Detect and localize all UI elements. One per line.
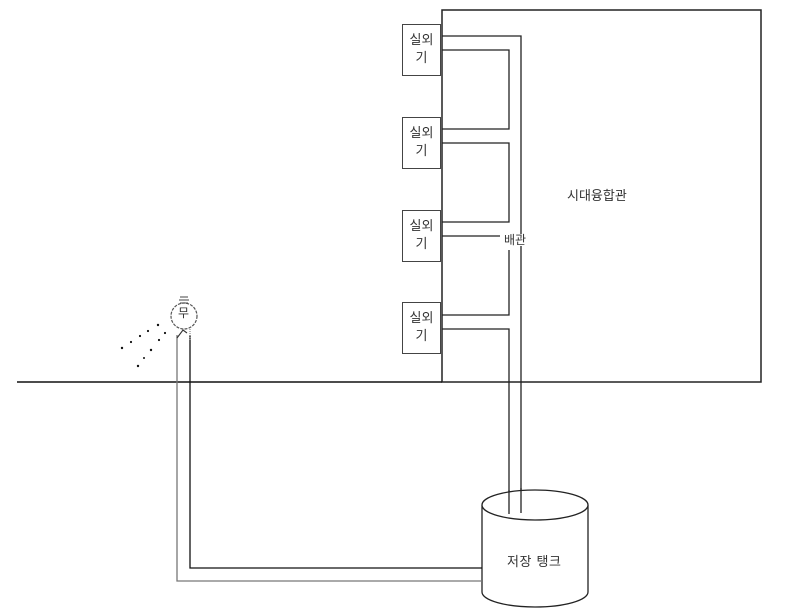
outdoor-unit-2: 실외 기 — [402, 117, 441, 169]
outdoor-unit-label-line2: 기 — [415, 51, 428, 66]
outdoor-unit-label-line1: 실외 — [409, 219, 434, 234]
outdoor-unit-4: 실외 기 — [402, 302, 441, 354]
sprayer-supply-pipe — [176, 335, 482, 582]
outdoor-unit-label-line2: 기 — [415, 329, 428, 344]
storage-tank-shape — [481, 489, 589, 608]
outdoor-unit-1: 실외 기 — [402, 24, 441, 76]
sprayer-head — [170, 296, 198, 340]
outdoor-unit-label-line1: 실외 — [409, 126, 434, 141]
sprayer-label: 무 — [178, 306, 190, 320]
outdoor-unit-label-line2: 기 — [415, 237, 428, 252]
outer-pipe — [442, 35, 522, 515]
spray-droplets — [120, 323, 167, 368]
outdoor-unit-3: 실외 기 — [402, 210, 441, 262]
outdoor-unit-label-line1: 실외 — [409, 33, 434, 48]
building-label: 시대융합관 — [567, 189, 627, 204]
storage-tank-label: 저장 탱크 — [507, 555, 562, 570]
pipe-label: 배관 — [503, 233, 528, 247]
outdoor-unit-label-line1: 실외 — [409, 311, 434, 326]
building-outline — [441, 9, 762, 383]
tank-inlet-pipes — [508, 488, 522, 514]
inner-pipe-loops — [442, 49, 510, 515]
outdoor-unit-label-line2: 기 — [415, 144, 428, 159]
